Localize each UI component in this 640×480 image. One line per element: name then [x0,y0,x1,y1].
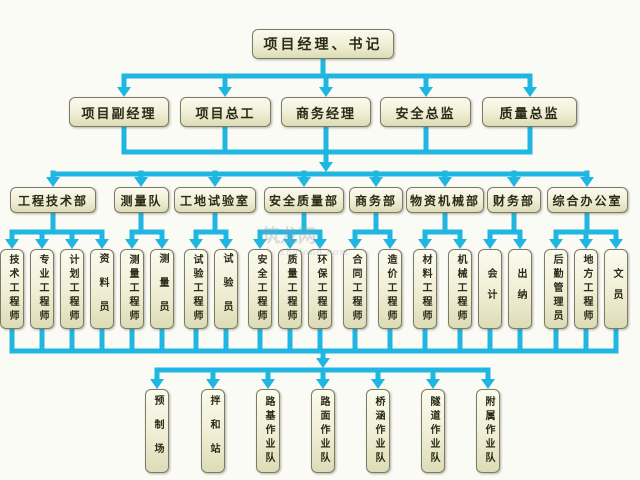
arrow-icon [189,239,203,249]
arrow-icon [208,177,222,187]
arrow-icon [383,239,397,249]
arrow-icon [580,177,594,187]
arrow-icon [150,379,164,389]
arrow-icon [95,239,109,249]
staff-node: 计划工程师 [60,249,84,329]
dept-materials: 物资机械部 [406,187,484,213]
node-quality-director: 质量总监 [482,97,577,127]
arrow-icon [609,239,623,249]
staff-node: 资料员 [90,249,114,329]
arrow-icon [371,379,385,389]
arrow-icon [369,177,383,187]
arrow-icon [513,239,527,249]
arrow-icon [507,177,521,187]
team-node: 隧道作业队 [421,389,445,473]
team-node: 附属作业队 [476,389,500,473]
arrow-icon [261,379,275,389]
arrow-icon [319,87,333,97]
arrow-icon [418,239,432,249]
dept-business: 商务部 [349,187,403,213]
arrow-icon [549,239,563,249]
arrow-icon [5,239,19,249]
arrow-icon [283,239,297,249]
dept-lab: 工地试验室 [174,187,256,213]
arrow-icon [319,162,333,172]
staff-node: 安全工程师 [248,249,272,329]
arrow-icon [453,239,467,249]
arrow-icon [316,358,330,368]
arrow-icon [297,177,311,187]
staff-node: 环保工程师 [308,249,332,329]
staff-node: 质量工程师 [278,249,302,329]
arrow-icon [134,177,148,187]
arrow-icon [426,379,440,389]
staff-node: 试验员 [214,249,238,329]
staff-node: 材料工程师 [413,249,437,329]
arrow-icon [438,177,452,187]
staff-node: 专业工程师 [30,249,54,329]
staff-node: 机械工程师 [448,249,472,329]
node-project-manager: 项目经理、书记 [252,29,394,59]
staff-node: 出纳 [508,249,532,329]
arrow-icon [155,239,169,249]
arrow-icon [316,379,330,389]
arrow-icon [313,239,327,249]
arrow-icon [206,379,220,389]
arrow-icon [65,239,79,249]
staff-node: 地方工程师 [574,249,598,329]
node-business-manager: 商务经理 [281,97,371,127]
staff-node: 试验工程师 [184,249,208,329]
staff-node: 文员 [604,249,628,329]
arrow-icon [219,239,233,249]
arrow-icon [348,239,362,249]
arrow-icon [481,379,495,389]
node-safety-director: 安全总监 [380,97,471,127]
team-node: 路面作业队 [311,389,335,473]
node-chief-engineer: 项目总工 [180,97,271,127]
staff-node: 造价工程师 [378,249,402,329]
dept-office: 综合办公室 [547,187,628,213]
dept-safety-quality: 安全质量部 [264,187,344,213]
arrow-icon [579,239,593,249]
staff-node: 合同工程师 [343,249,367,329]
arrow-icon [523,87,537,97]
node-deputy-manager: 项目副经理 [69,97,169,127]
dept-survey: 测量队 [114,187,169,213]
arrow-icon [46,177,60,187]
dept-finance: 财务部 [487,187,541,213]
staff-node: 后勤管理员 [544,249,568,329]
staff-node: 技术工程师 [0,249,24,329]
team-node: 路基作业队 [256,389,280,473]
arrow-icon [253,239,267,249]
arrow-icon [125,239,139,249]
team-node: 预制场 [145,389,169,473]
arrow-icon [483,239,497,249]
arrow-icon [117,87,131,97]
arrow-icon [35,239,49,249]
arrow-icon [218,87,232,97]
team-node: 拌和站 [201,389,225,473]
staff-node: 测量员 [150,249,174,329]
arrow-icon [419,87,433,97]
staff-node: 会计 [478,249,502,329]
team-node: 桥涵作业队 [366,389,390,473]
staff-node: 测量工程师 [120,249,144,329]
dept-engineering: 工程技术部 [10,187,96,213]
